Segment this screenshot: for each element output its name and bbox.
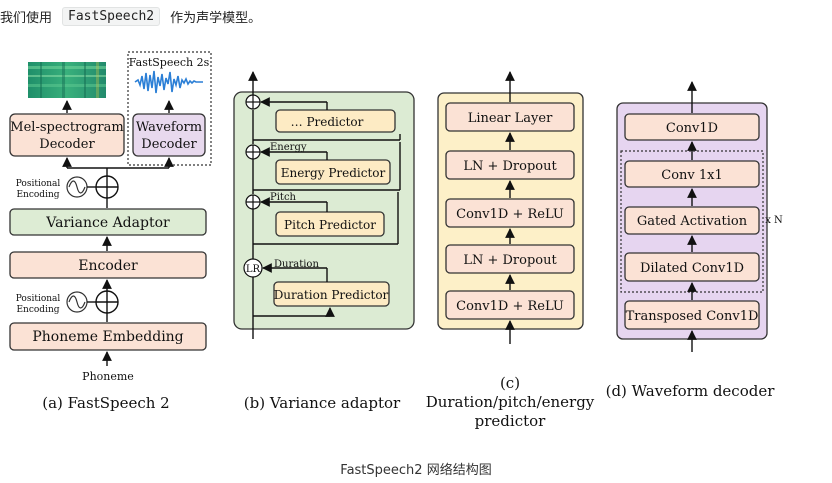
dilated-conv1d-label: Dilated Conv1D (640, 261, 744, 276)
more-predictor-label: … Predictor (291, 115, 364, 129)
phoneme-embedding-label: Phoneme Embedding (32, 329, 183, 345)
sine-wave-icon (66, 176, 88, 198)
intro-text: 我们使用 FastSpeech2 作为声学模型。 (0, 4, 261, 28)
panel-c-caption-3: predictor (475, 412, 547, 430)
panel-d-caption: (d) Waveform decoder (606, 382, 776, 400)
variance-adaptor-label: Variance Adaptor (45, 215, 170, 231)
pos-enc-top-label-2: Encoding (16, 190, 59, 200)
energy-label: Energy (270, 142, 307, 153)
more-predictor-box (275, 109, 396, 133)
layer-label-2: LN + Dropout (463, 159, 557, 174)
inline-code: FastSpeech2 (62, 6, 161, 26)
duration-predictor-box (273, 281, 390, 307)
encoder-box (9, 251, 207, 279)
layer-label-4: LN + Dropout (463, 253, 557, 268)
waveform-decoder-label-1: Waveform (136, 120, 202, 135)
layer-label-5: Conv1D + ReLU (456, 299, 564, 314)
mel-spectrogram-decoder-box (9, 113, 125, 157)
pos-enc-bottom-label-1: Positional (16, 294, 61, 304)
add-operator-icon (95, 175, 119, 199)
phoneme-input-label: Phoneme (82, 370, 134, 383)
lr-label: LR (246, 264, 261, 275)
intro-suffix: 作为声学模型。 (170, 10, 262, 26)
panel-b-caption: (b) Variance adaptor (244, 394, 401, 412)
pitch-predictor-box (275, 211, 385, 237)
panel-d: Conv1D x N Conv 1x1 Gated Activation Dil… (606, 81, 783, 400)
conv-1x1-label: Conv 1x1 (661, 168, 723, 183)
sine-wave-icon (66, 291, 88, 313)
conv1d-label: Conv1D (666, 121, 718, 136)
mel-decoder-label-2: Decoder (39, 137, 95, 152)
panel-c-caption-2: Duration/pitch/energy (426, 393, 595, 411)
panel-a-caption: (a) FastSpeech 2 (42, 394, 169, 412)
pos-enc-bottom-label-2: Encoding (16, 305, 59, 315)
pos-enc-top-label-1: Positional (16, 179, 61, 189)
ln-dropout-box (445, 244, 575, 274)
add-operator-icon (245, 194, 261, 210)
mel-spectrogram-image (28, 62, 106, 98)
length-regulator-icon (243, 258, 263, 278)
encoder-label: Encoder (78, 258, 138, 274)
fastspeech-2s-label: FastSpeech 2s (129, 56, 210, 69)
waveform-decoder-box (132, 113, 206, 157)
linear-layer-box (445, 102, 575, 132)
waveform-image (134, 70, 203, 94)
energy-predictor-box (275, 159, 391, 185)
gated-activation-label: Gated Activation (637, 214, 748, 229)
panel-c: Linear Layer LN + Dropout Conv1D + ReLU … (426, 71, 595, 430)
conv1d-relu-box (445, 198, 575, 228)
pitch-predictor-label: Pitch Predictor (284, 218, 376, 232)
repeat-count-label: x N (765, 215, 783, 226)
pitch-label: Pitch (270, 192, 297, 203)
conv1d-relu-box (445, 290, 575, 320)
duration-predictor-label: Duration Predictor (274, 288, 389, 302)
ln-dropout-box (445, 150, 575, 180)
figure-caption: FastSpeech2 网络结构图 (340, 463, 492, 478)
add-operator-icon (245, 94, 261, 110)
fastspeech2-architecture-figure: .bx { stroke: #333; stroke-width: 1.3; }… (9, 51, 783, 430)
add-operator-icon (245, 144, 261, 160)
layer-label-3: Conv1D + ReLU (456, 207, 564, 222)
layer-label-1: Linear Layer (468, 111, 553, 126)
phoneme-embedding-box (9, 322, 207, 351)
panel-c-caption-1: (c) (500, 374, 520, 392)
dilated-conv1d-box (624, 252, 760, 282)
panel-b: … Predictor Energy Energy Predictor Pi (233, 71, 415, 412)
gated-activation-box (624, 206, 760, 235)
waveform-decoder-label-2: Decoder (141, 137, 197, 152)
transposed-conv1d-box (624, 300, 760, 330)
variance-adaptor-box (9, 208, 207, 236)
energy-predictor-label: Energy Predictor (281, 166, 386, 180)
intro-prefix: 我们使用 (0, 10, 53, 26)
transposed-conv1d-label: Transposed Conv1D (626, 309, 759, 324)
duration-label: Duration (274, 259, 319, 270)
variance-adaptor-panel (233, 91, 415, 330)
mel-decoder-label-1: Mel-spectrogram (10, 120, 123, 135)
conv1d-box (624, 113, 760, 141)
add-operator-icon (95, 290, 119, 314)
conv-1x1-box (624, 160, 760, 188)
panel-a: Mel-spectrogram Decoder FastSpeech 2s Wa… (9, 51, 212, 412)
